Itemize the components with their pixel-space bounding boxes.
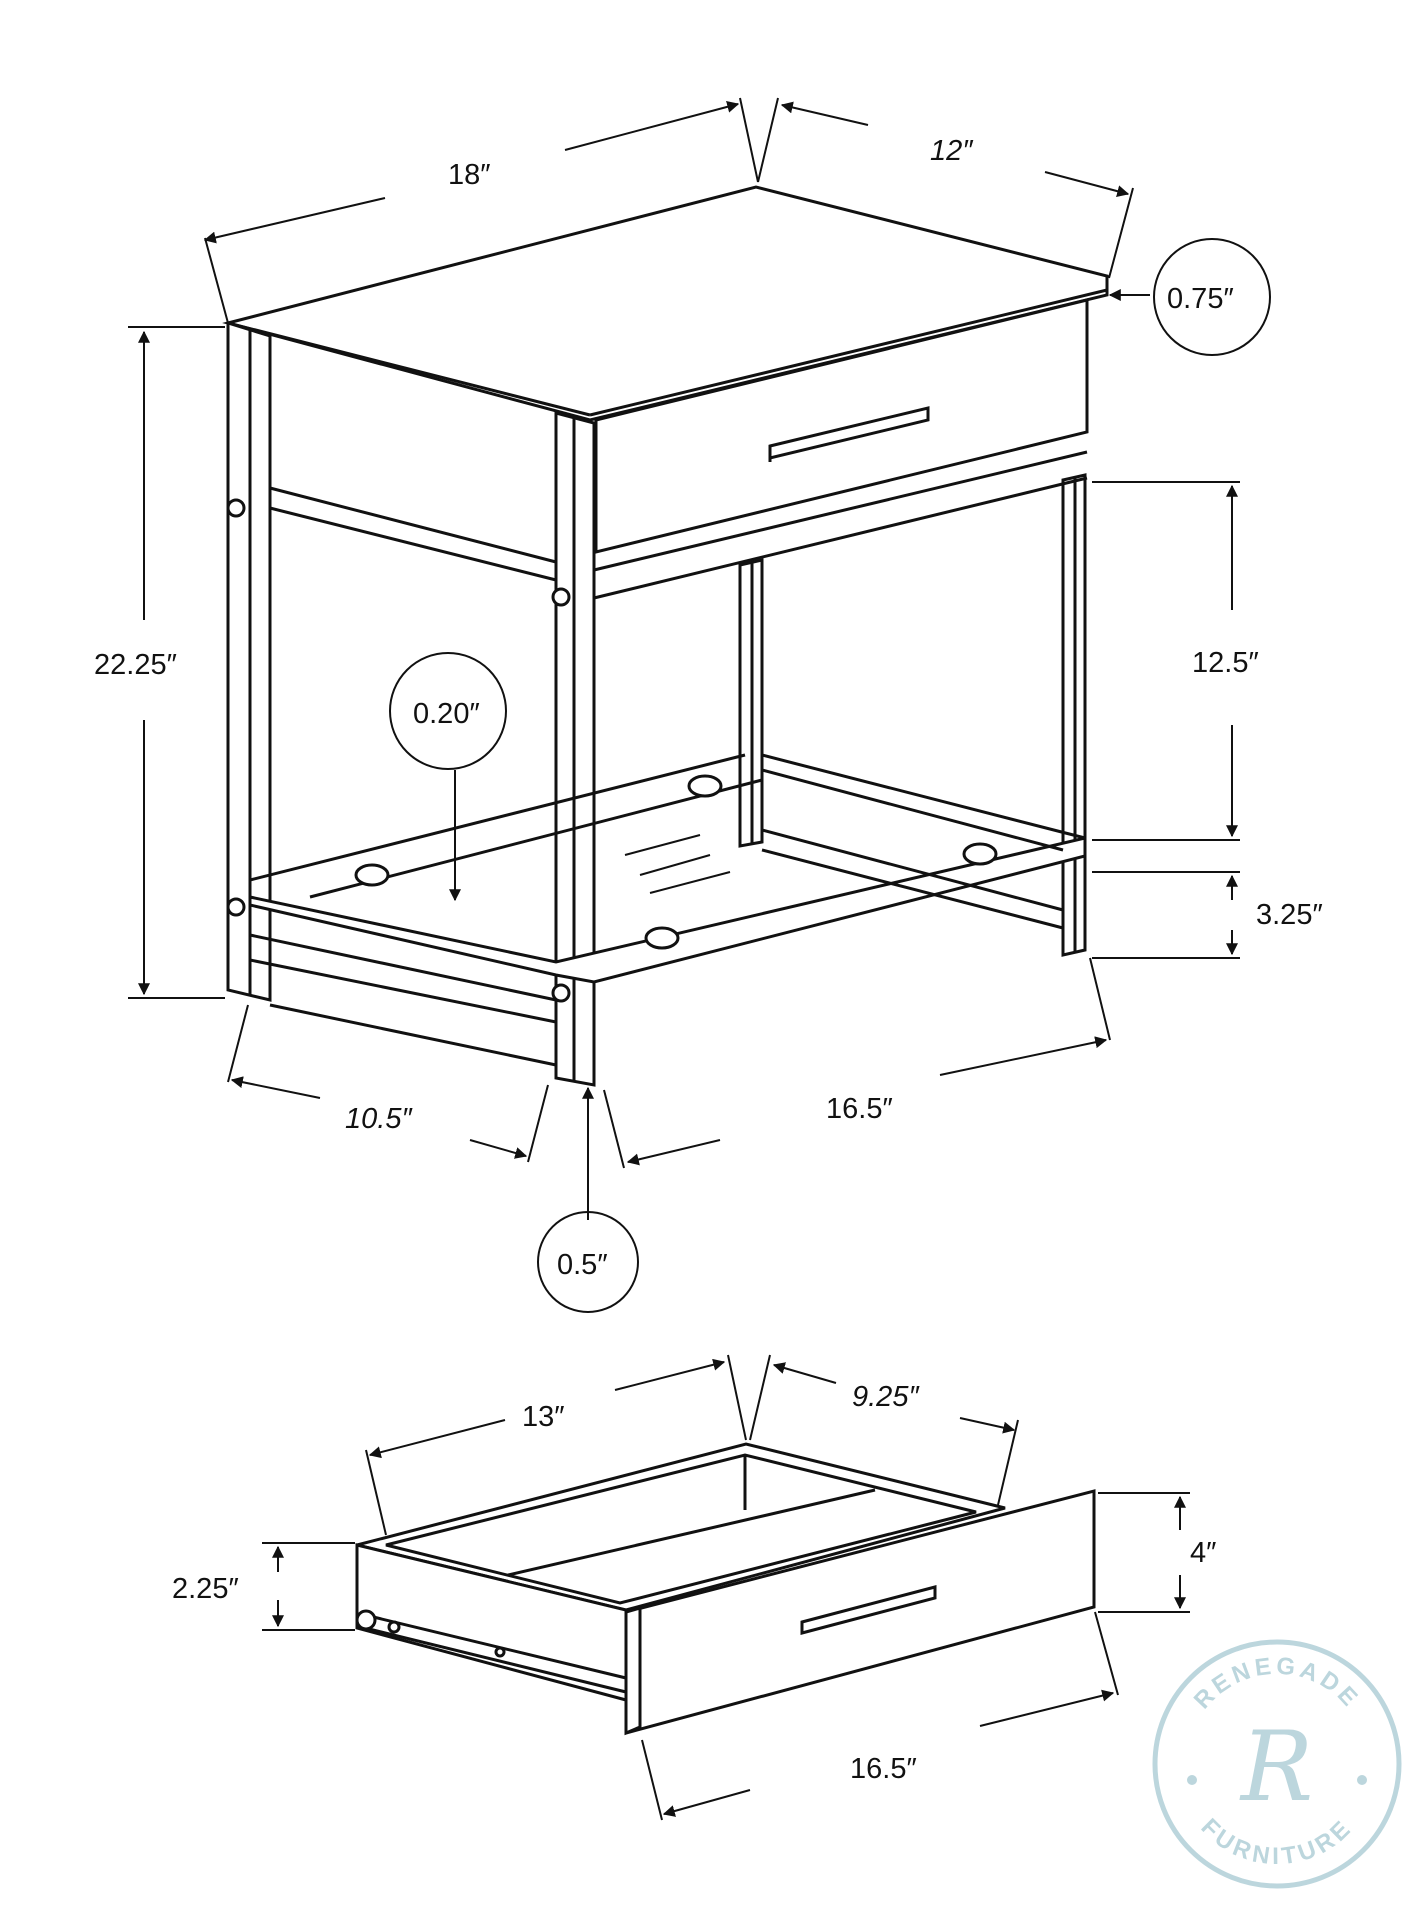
label-drawer-depth: 9.25″ bbox=[852, 1381, 920, 1413]
screw-icon bbox=[226, 498, 246, 518]
slide-screw-icon bbox=[494, 1646, 506, 1658]
glass-support-icon bbox=[687, 774, 723, 798]
dimension-lines-table bbox=[128, 97, 1240, 1220]
glass-support-icon bbox=[354, 863, 390, 887]
front-leg bbox=[554, 411, 596, 1087]
watermark-ring bbox=[1152, 1639, 1402, 1889]
label-top-thickness: 0.75″ bbox=[1167, 283, 1234, 315]
glass-support-icon bbox=[962, 842, 998, 866]
label-top-width: 18″ bbox=[448, 159, 491, 191]
drawer-slide bbox=[355, 1609, 627, 1694]
label-drawer-front-height: 4″ bbox=[1190, 1537, 1216, 1569]
drawer-handle bbox=[800, 1585, 937, 1635]
callout-circle bbox=[389, 652, 507, 770]
renegade-furniture-watermark: RENEGADE FURNITURE R bbox=[1152, 1639, 1402, 1889]
label-bottom-clearance: 3.25″ bbox=[1256, 899, 1323, 931]
rails bbox=[248, 450, 1088, 1067]
label-drawer-opening-height: 12.5″ bbox=[1192, 647, 1259, 679]
label-drawer-width: 13″ bbox=[522, 1401, 565, 1433]
drawer-front bbox=[594, 298, 1089, 554]
label-base-depth: 10.5″ bbox=[345, 1103, 413, 1135]
label-drawer-side-height: 2.25″ bbox=[172, 1573, 239, 1605]
drawer-box-inner bbox=[385, 1453, 977, 1605]
callout-circle bbox=[537, 1211, 639, 1313]
dimension-lines-drawer bbox=[262, 1354, 1190, 1821]
dimension-labels: 18″ 12″ 0.75″ 22.25″ 12.5″ 3.25″ 0.20″ 1… bbox=[94, 135, 1323, 1785]
callout-circle bbox=[1153, 238, 1271, 356]
label-drawer-front-width: 16.5″ bbox=[850, 1753, 917, 1785]
back-leg bbox=[1061, 473, 1087, 957]
label-leg-width: 0.5″ bbox=[557, 1249, 608, 1281]
screw-icon bbox=[551, 983, 571, 1003]
slide-wheel-icon bbox=[355, 1609, 377, 1631]
label-shelf-thickness: 0.20″ bbox=[413, 698, 480, 730]
callout-circles bbox=[389, 238, 1271, 1313]
screw-icon bbox=[226, 897, 246, 917]
watermark-monogram: R bbox=[1239, 1711, 1313, 1823]
label-total-height: 22.25″ bbox=[94, 649, 177, 681]
end-table-drawing bbox=[222, 185, 1109, 1087]
label-base-width: 16.5″ bbox=[826, 1093, 893, 1125]
left-leg-frame bbox=[226, 320, 557, 1002]
hardware bbox=[226, 498, 998, 1003]
tabletop bbox=[222, 185, 1109, 422]
glass-support-icon bbox=[644, 926, 680, 950]
drawer-drawing bbox=[355, 1442, 1096, 1736]
label-top-depth: 12″ bbox=[930, 135, 974, 167]
middle-leg bbox=[738, 558, 764, 848]
screw-icon bbox=[551, 587, 571, 607]
slide-screw-icon bbox=[387, 1620, 401, 1634]
